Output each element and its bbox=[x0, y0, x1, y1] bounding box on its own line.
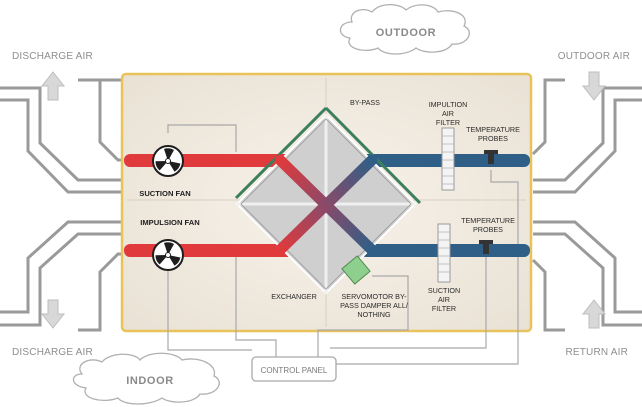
servomotor-damper bbox=[341, 255, 371, 285]
outdoor-air-label: OUTDOOR AIR bbox=[558, 51, 630, 62]
indoor-label: INDOOR bbox=[126, 375, 174, 387]
suction-fan-icon bbox=[152, 145, 184, 177]
servomotor-label: SERVOMOTOR BY- PASS DAMPER ALL/ NOTHING bbox=[340, 292, 408, 319]
svg-text:TEMPERATURE: TEMPERATURE bbox=[461, 216, 515, 225]
discharge-air-top-label: DISCHARGE AIR bbox=[12, 51, 93, 62]
impulsion-air-filter bbox=[441, 127, 455, 191]
impulsion-fan-label: IMPULSION FAN bbox=[140, 218, 200, 227]
svg-text:AIR: AIR bbox=[442, 109, 454, 118]
impulsion-fan-icon bbox=[152, 239, 184, 271]
return-air-label: RETURN AIR bbox=[565, 347, 628, 358]
arrow-down-icon bbox=[581, 71, 607, 101]
svg-text:FILTER: FILTER bbox=[432, 304, 456, 313]
impulsion-filter-label: IMPULTION AIR FILTER bbox=[429, 100, 468, 127]
suction-air-filter bbox=[437, 223, 451, 283]
svg-text:SUCTION: SUCTION bbox=[428, 286, 460, 295]
indoor-cloud bbox=[72, 352, 220, 405]
outdoor-cloud bbox=[339, 3, 470, 55]
flow-arrows bbox=[40, 71, 607, 329]
temperature-probes-top-label: TEMPERATURE PROBES bbox=[466, 125, 520, 143]
red-duct-bottom bbox=[124, 244, 300, 257]
discharge-air-bottom-label: DISCHARGE AIR bbox=[12, 347, 93, 358]
temperature-probe-top bbox=[484, 150, 498, 164]
svg-text:TEMPERATURE: TEMPERATURE bbox=[466, 125, 520, 134]
svg-text:AIR: AIR bbox=[438, 295, 450, 304]
svg-text:NOTHING: NOTHING bbox=[357, 310, 391, 319]
control-wires bbox=[167, 124, 519, 365]
arrow-down-icon bbox=[40, 299, 66, 329]
control-panel-label: CONTROL PANEL bbox=[261, 366, 328, 375]
svg-text:SERVOMOTOR BY-: SERVOMOTOR BY- bbox=[342, 292, 408, 301]
svg-text:FILTER: FILTER bbox=[436, 118, 460, 127]
temperature-probe-bottom bbox=[479, 240, 493, 254]
exchanger-label: EXCHANGER bbox=[271, 292, 317, 301]
control-panel-box bbox=[251, 356, 337, 382]
suction-filter-label: SUCTION AIR FILTER bbox=[428, 286, 460, 313]
svg-text:PROBES: PROBES bbox=[473, 225, 503, 234]
outer-ducts bbox=[0, 78, 642, 332]
svg-text:IMPULTION: IMPULTION bbox=[429, 100, 468, 109]
svg-text:PROBES: PROBES bbox=[478, 134, 508, 143]
outdoor-label: OUTDOOR bbox=[376, 27, 436, 39]
svg-text:PASS DAMPER ALL/: PASS DAMPER ALL/ bbox=[340, 301, 408, 310]
bypass-label: BY-PASS bbox=[350, 98, 380, 107]
arrow-up-icon bbox=[40, 71, 66, 101]
arrow-up-icon bbox=[581, 299, 607, 329]
suction-fan-label: SUCTION FAN bbox=[139, 189, 190, 198]
temperature-probes-bottom-label: TEMPERATURE PROBES bbox=[461, 216, 515, 234]
exchanger bbox=[235, 113, 417, 295]
